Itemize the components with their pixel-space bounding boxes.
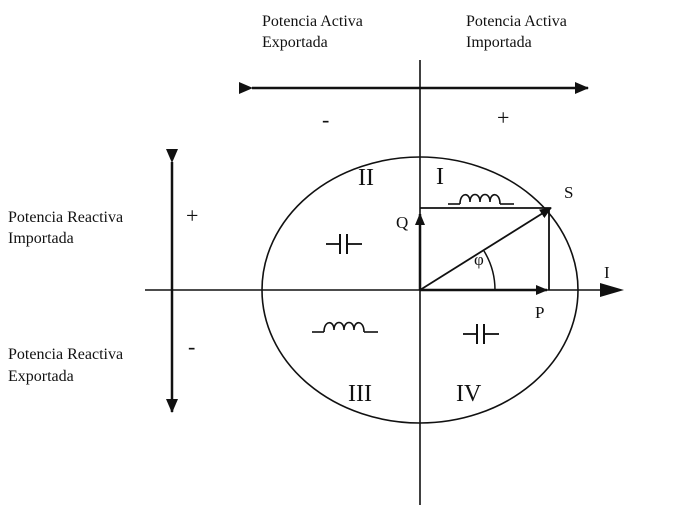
phi-angle-arc — [483, 250, 496, 291]
active-exported-sign: - — [322, 107, 329, 132]
active-exported-label-line1: Potencia Activa — [262, 13, 363, 30]
current-arrowhead — [600, 283, 624, 297]
apparent-power-label: S — [564, 183, 573, 202]
quadrant-2-label: II — [358, 165, 374, 191]
phi-angle-label: φ — [474, 250, 484, 269]
quadrant-1-label: I — [436, 164, 444, 190]
inductor-icon — [448, 193, 514, 205]
reactive-power-label: Q — [396, 213, 408, 232]
active-imported-label-line2: Importada — [466, 34, 532, 51]
reactive-imported-label-line2: Importada — [8, 230, 74, 247]
inductor-icon — [312, 321, 378, 333]
capacitor-icon — [463, 324, 499, 344]
apparent-power-vector — [419, 207, 552, 291]
reactive-exported-sign: - — [188, 334, 195, 359]
active-imported-label-line1: Potencia Activa — [466, 13, 567, 30]
active-power-label: P — [535, 303, 544, 322]
active-exported-label-line2: Exportada — [262, 34, 328, 51]
reactive-exported-label-line1: Potencia Reactiva — [8, 346, 123, 363]
current-label: I — [604, 263, 610, 282]
reactive-imported-sign: + — [186, 203, 198, 228]
quadrant-3-label: III — [348, 381, 372, 407]
active-imported-sign: + — [497, 105, 509, 130]
reactive-imported-label-line1: Potencia Reactiva — [8, 209, 123, 226]
capacitor-icon — [326, 234, 362, 254]
reactive-exported-label-line2: Exportada — [8, 368, 74, 385]
quadrant-4-label: IV — [456, 381, 482, 407]
